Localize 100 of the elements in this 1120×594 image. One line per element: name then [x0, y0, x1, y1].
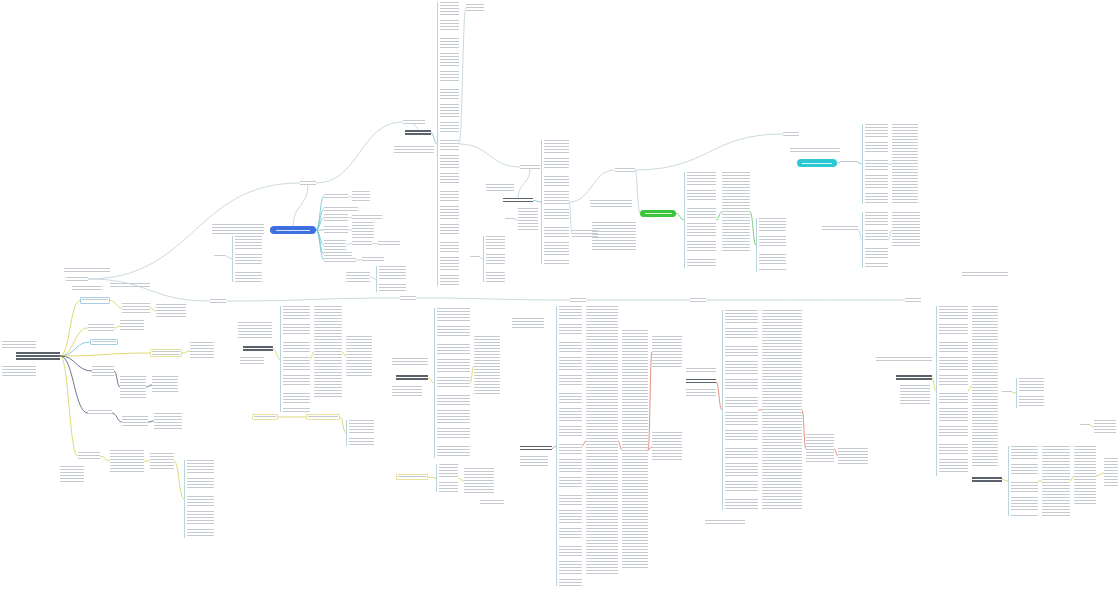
illegible-text-block	[722, 310, 758, 510]
branch-line	[857, 162, 863, 165]
branch-line	[339, 416, 347, 434]
branch-line	[1069, 475, 1075, 482]
branch-line	[931, 377, 937, 392]
illegible-text-block	[252, 414, 278, 420]
branch-line	[757, 409, 763, 411]
illegible-text-block	[184, 460, 214, 538]
branch-line	[634, 133, 784, 171]
illegible-text-block	[346, 420, 374, 446]
illegible-text-block	[756, 218, 786, 272]
illegible-text-block	[505, 218, 515, 221]
branch-line	[309, 351, 315, 360]
illegible-text-block	[88, 410, 112, 416]
branch-line	[857, 228, 863, 241]
illegible-text-block	[78, 452, 100, 460]
branch-line	[272, 348, 281, 360]
illegible-text-block	[862, 212, 888, 268]
illegible-text-block	[122, 416, 148, 428]
branch-line	[347, 217, 353, 219]
illegible-text-block	[66, 277, 88, 281]
branch-line	[315, 229, 325, 246]
branch-line	[551, 445, 557, 449]
illegible-text-block	[92, 366, 114, 376]
branch-line	[149, 307, 157, 312]
illegible-text-block	[783, 132, 799, 136]
illegible-text-block	[300, 181, 316, 185]
branch-line	[143, 460, 151, 462]
illegible-text-block	[324, 252, 352, 256]
branch-line	[430, 132, 438, 145]
branch-line	[315, 217, 325, 231]
illegible-text-block	[690, 298, 706, 302]
topic-pill	[270, 226, 316, 234]
branch-line	[427, 377, 435, 384]
branch-line	[59, 352, 151, 357]
branch-line	[292, 184, 309, 227]
branch-line	[225, 256, 233, 260]
illegible-text-block	[556, 306, 582, 586]
branch-line	[887, 163, 893, 165]
illegible-text-block	[936, 306, 968, 476]
branch-line	[833, 448, 839, 457]
illegible-text-block	[400, 296, 416, 300]
illegible-text-block	[905, 298, 921, 302]
branch-line	[1095, 472, 1105, 477]
branch-line	[517, 168, 531, 199]
branch-line	[532, 200, 542, 203]
illegible-text-block	[570, 298, 586, 302]
illegible-text-block	[232, 236, 262, 282]
branch-line	[1011, 392, 1017, 394]
branch-line	[647, 446, 653, 451]
illegible-text-block	[437, 2, 459, 286]
branch-line	[173, 460, 185, 500]
branch-line	[369, 276, 377, 280]
illegible-text-block	[324, 214, 348, 222]
illegible-text-block	[352, 241, 372, 246]
branch-line	[514, 219, 519, 221]
illegible-heading	[686, 379, 716, 384]
illegible-text-block	[324, 194, 348, 198]
branch-line	[113, 325, 121, 329]
illegible-heading	[972, 477, 1002, 482]
branch-line	[315, 229, 325, 231]
branch-line	[415, 297, 571, 301]
branch-line	[568, 201, 573, 235]
illegible-text-block	[862, 124, 888, 204]
illegible-text-block	[346, 272, 370, 282]
branch-line	[568, 169, 616, 203]
branch-line	[225, 297, 401, 302]
illegible-text-block	[214, 255, 226, 258]
branch-line	[315, 121, 404, 184]
illegible-heading	[896, 375, 932, 380]
illegible-text-block	[652, 432, 682, 462]
illegible-text-block	[474, 336, 500, 396]
illegible-text-block	[1002, 391, 1012, 394]
illegible-text-block	[210, 299, 226, 303]
illegible-text-block	[120, 320, 144, 332]
illegible-text-block	[1080, 424, 1090, 427]
illegible-text-block	[394, 146, 434, 154]
branch-line	[341, 351, 347, 357]
illegible-text-block	[483, 236, 505, 282]
branch-line	[147, 420, 155, 423]
illegible-heading	[503, 198, 533, 203]
illegible-heading	[405, 130, 431, 135]
illegible-heading	[16, 352, 60, 360]
illegible-text-block	[470, 256, 480, 259]
illegible-text-block	[403, 120, 425, 124]
illegible-text-block	[480, 500, 504, 504]
branch-line	[315, 229, 325, 261]
branch-line	[347, 195, 353, 198]
illegible-heading	[396, 375, 428, 380]
illegible-text-block	[352, 191, 370, 203]
branch-line	[413, 123, 419, 131]
branch-line	[479, 257, 484, 260]
branch-line	[59, 300, 81, 357]
illegible-text-block	[306, 414, 340, 420]
topic-pill	[640, 210, 676, 217]
illegible-text-block	[541, 140, 569, 264]
branch-line	[634, 169, 641, 214]
illegible-text-block	[150, 349, 182, 357]
illegible-text-block	[80, 297, 110, 304]
illegible-text-block	[120, 376, 146, 398]
